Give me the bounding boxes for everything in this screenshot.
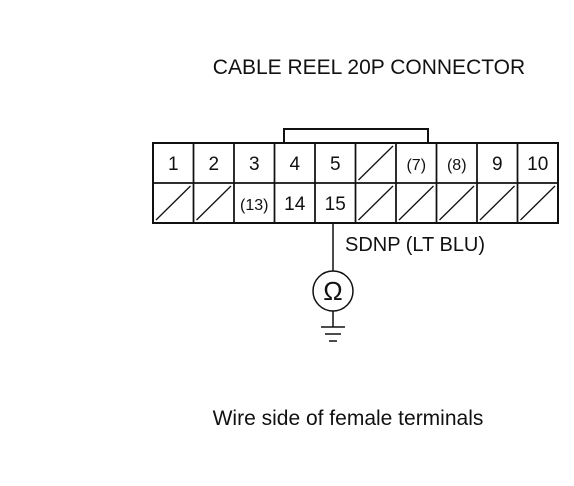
terminal-number: 9: [492, 154, 503, 175]
diagram-title: CABLE REEL 20P CONNECTOR: [213, 56, 525, 79]
terminal-number: 10: [527, 154, 548, 175]
terminal-number: 1: [168, 154, 179, 175]
terminal-number: 5: [330, 154, 341, 175]
terminal-number: 4: [289, 154, 300, 175]
terminal-number: 14: [284, 194, 306, 215]
unused-terminal-slash: [479, 185, 515, 221]
unused-terminal-slash: [358, 145, 394, 181]
ohm-symbol: Ω: [323, 276, 342, 306]
terminal-number: (8): [447, 157, 467, 174]
unused-terminal-slash: [155, 185, 191, 221]
unused-terminal-slash: [398, 185, 434, 221]
unused-terminal-slash: [196, 185, 232, 221]
ground-icon: [321, 311, 345, 342]
unused-terminal-slash: [358, 185, 394, 221]
terminal-number: 15: [325, 194, 346, 215]
terminal-number: (7): [406, 157, 426, 174]
terminal-number: 3: [249, 154, 260, 175]
wire-label: SDNP (LT BLU): [345, 234, 485, 256]
terminal-number: 2: [208, 154, 219, 175]
unused-terminal-slash: [520, 185, 556, 221]
terminal-cell-bottom-row-10: [516, 182, 559, 224]
unused-terminal-slash: [439, 185, 475, 221]
terminal-number: (13): [240, 197, 268, 214]
diagram-caption: Wire side of female terminals: [213, 407, 484, 430]
connector-lock-tab: [283, 128, 429, 143]
connector-body: 1 2 3 4 5 (7) (8) 9 10 (13) 14 15: [152, 142, 559, 224]
ohmmeter-icon: Ω: [312, 270, 354, 312]
